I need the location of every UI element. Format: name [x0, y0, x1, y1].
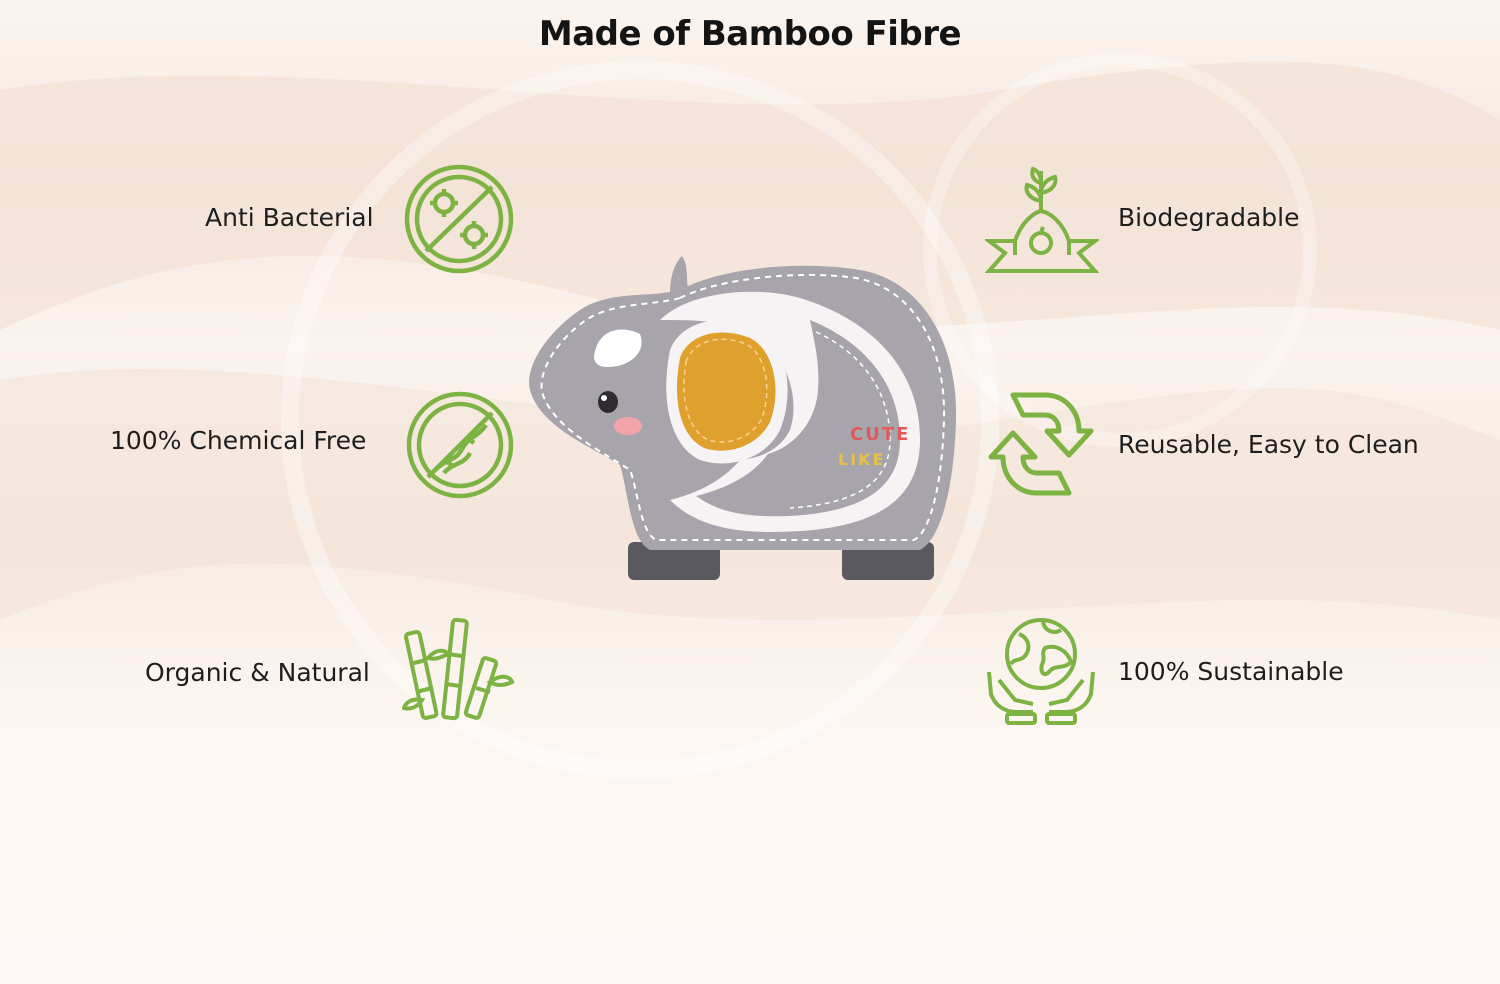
- plate-text-cute: CUTE: [850, 424, 910, 445]
- feature-label-chemical-free: 100% Chemical Free: [110, 426, 367, 455]
- no-chemical-icon: [404, 389, 516, 501]
- bamboo-icon: [402, 614, 517, 726]
- page-title: Made of Bamboo Fibre: [538, 14, 962, 54]
- feature-label-sustainable: 100% Sustainable: [1118, 657, 1344, 686]
- elephant-plate-image: CUTE LIKE: [520, 250, 960, 594]
- feature-label-biodegradable: Biodegradable: [1118, 203, 1300, 232]
- feature-label-organic-natural: Organic & Natural: [145, 658, 370, 687]
- feature-label-reusable: Reusable, Easy to Clean: [1118, 430, 1419, 459]
- no-bacteria-icon: [402, 163, 516, 275]
- feature-label-anti-bacterial: Anti Bacterial: [205, 203, 374, 232]
- sprout-icon: [985, 163, 1099, 275]
- recycle-arrows-icon: [987, 391, 1095, 497]
- globe-hands-icon: [985, 614, 1097, 726]
- plate-text-like: LIKE: [838, 450, 885, 469]
